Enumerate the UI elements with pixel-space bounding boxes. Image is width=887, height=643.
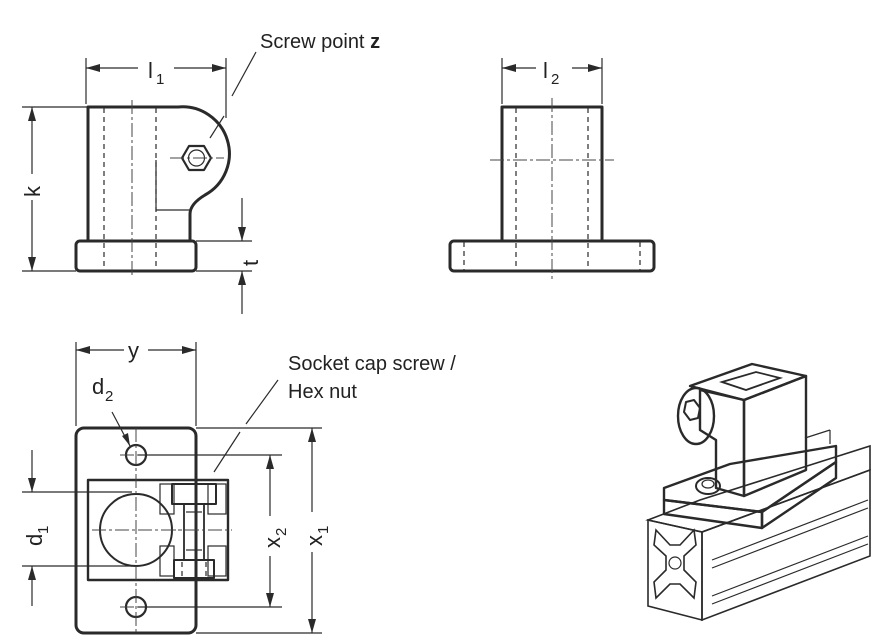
socket-screw-label: Socket cap screw / bbox=[288, 353, 456, 375]
dimension-l2: l 2 bbox=[501, 56, 603, 104]
dimension-x2: x 2 bbox=[138, 454, 290, 608]
socket-cap-screw-head bbox=[171, 483, 217, 505]
iso-clamp-body bbox=[676, 362, 808, 498]
iso-base-plate bbox=[662, 444, 838, 530]
label-k: k bbox=[20, 185, 45, 197]
dimension-d2: d 2 bbox=[92, 374, 131, 447]
label-x1-sub: 1 bbox=[315, 526, 332, 534]
label-t: t bbox=[238, 260, 263, 266]
dimension-k: k bbox=[18, 106, 88, 272]
label-x1: x bbox=[302, 535, 327, 546]
iso-socket-screw-icon bbox=[695, 477, 721, 495]
label-l2: l bbox=[543, 58, 548, 83]
dimension-y: y bbox=[75, 336, 197, 426]
front-view-base bbox=[74, 239, 198, 273]
label-d1: d bbox=[22, 534, 47, 546]
hex-nut bbox=[173, 559, 215, 579]
dimension-x1: x 1 bbox=[196, 427, 332, 634]
screw-point-z: z bbox=[370, 31, 380, 53]
front-view-body bbox=[86, 105, 231, 241]
label-l2-sub: 2 bbox=[551, 71, 559, 88]
dimension-t: t bbox=[196, 198, 263, 314]
socket-screw-callout: Socket cap screw / Hex nut bbox=[213, 353, 456, 473]
label-y: y bbox=[128, 338, 139, 363]
label-x2-sub: 2 bbox=[273, 528, 290, 536]
isometric-view bbox=[645, 362, 871, 622]
label-l1-sub: 1 bbox=[156, 71, 164, 88]
label-d1-sub: 1 bbox=[35, 526, 52, 534]
front-view bbox=[74, 100, 231, 278]
label-x2: x bbox=[260, 537, 285, 548]
label-d2-sub: 2 bbox=[105, 388, 113, 405]
top-view bbox=[74, 426, 232, 635]
side-view bbox=[448, 98, 656, 280]
dimension-l1: l 1 bbox=[85, 56, 227, 118]
iso-clamp-lobe bbox=[676, 386, 716, 446]
dimension-d1: d 1 bbox=[22, 450, 132, 606]
label-d2: d bbox=[92, 374, 104, 399]
screw-point-callout: Screw point z bbox=[209, 31, 380, 139]
iso-hex-screw-icon bbox=[683, 399, 701, 421]
hex-nut-label: Hex nut bbox=[288, 381, 357, 403]
screw-point-label: Screw point z bbox=[260, 31, 380, 53]
label-l1: l bbox=[148, 58, 153, 83]
